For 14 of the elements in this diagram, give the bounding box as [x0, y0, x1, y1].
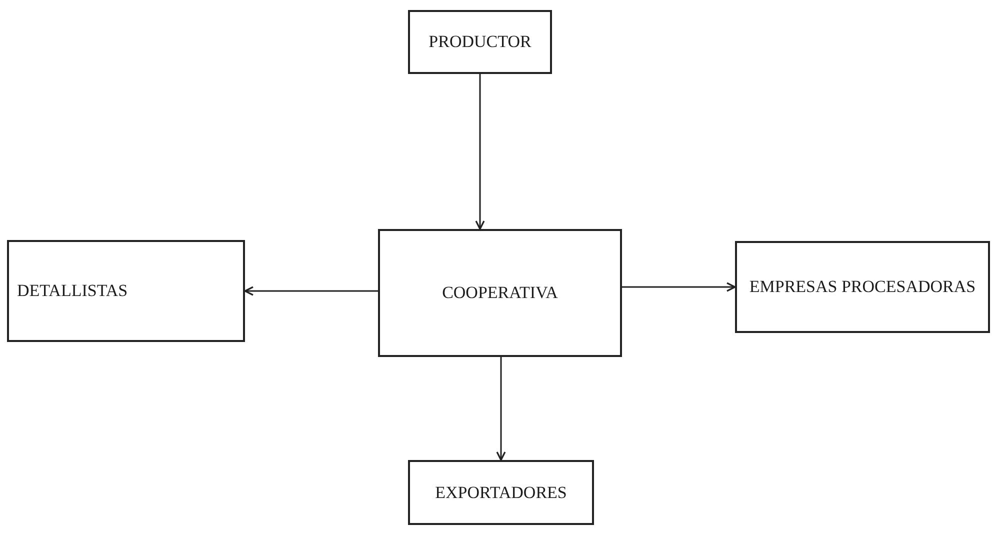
arrow — [496, 357, 506, 461]
process-box — [7, 240, 245, 342]
box-label: COOPERATIVA — [442, 282, 558, 304]
box-label: PRODUCTOR — [428, 31, 532, 53]
box-label: EXPORTADORES — [435, 482, 567, 504]
box-label: EMPRESAS PROCESADORAS — [749, 276, 976, 298]
process-box — [378, 229, 622, 357]
arrow — [244, 286, 378, 296]
box-label: DETALLISTAS — [17, 280, 128, 302]
process-box — [408, 460, 594, 525]
arrow — [622, 282, 736, 292]
process-box — [735, 241, 990, 333]
arrow — [475, 74, 485, 230]
process-box — [408, 10, 552, 74]
